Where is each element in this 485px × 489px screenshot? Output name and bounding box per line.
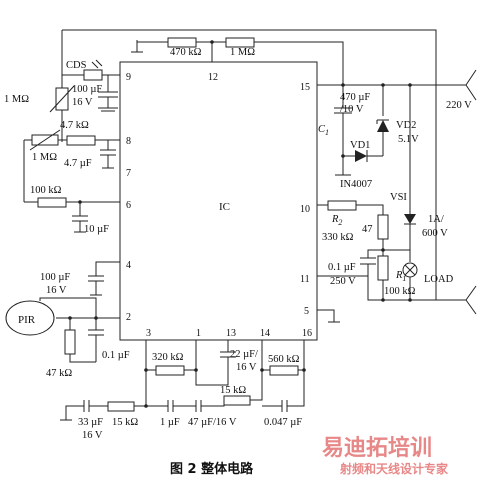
label-1m-top: 1 MΩ xyxy=(230,47,255,58)
label-pot-1m-a: 1 MΩ xyxy=(4,94,29,105)
label-vd1: VD1 xyxy=(350,140,370,151)
watermark-sub: 射频和天线设计专家 xyxy=(339,461,449,476)
label-cap-0u1-b-v: 250 V xyxy=(330,276,356,287)
resistor-r2 xyxy=(327,200,357,211)
label-560k: 560 kΩ xyxy=(268,354,300,365)
pin-5: 5 xyxy=(304,306,309,317)
label-r1-letter: R xyxy=(395,270,403,281)
pin-3: 3 xyxy=(146,328,151,339)
resistor-1m-top xyxy=(225,37,255,48)
label-vd2: VD2 xyxy=(396,120,416,131)
label-cap-0u1-b: 0.1 µF xyxy=(328,262,356,273)
label-cap-100u-b: 100 µF xyxy=(40,272,70,283)
label-100k: 100 kΩ xyxy=(30,185,62,196)
pir-network xyxy=(5,297,120,363)
pin-10: 10 xyxy=(300,204,310,215)
label-cap-4u7: 4.7 µF xyxy=(64,158,92,169)
resistor-15k-a xyxy=(107,401,135,412)
label-r2-value: 330 kΩ xyxy=(322,232,354,243)
resistor-470k xyxy=(167,37,197,48)
resistor-47k xyxy=(64,329,76,355)
label-470k: 470 kΩ xyxy=(170,47,202,58)
pin-6: 6 xyxy=(126,200,131,211)
pin-1: 1 xyxy=(196,328,201,339)
label-cap-047: 0.047 µF xyxy=(264,417,302,428)
pin8-network xyxy=(23,129,120,202)
resistor-47 xyxy=(377,214,389,240)
label-cap-1u: 1 µF xyxy=(160,417,180,428)
label-cds: CDS xyxy=(66,60,87,71)
label-c1-sub: 1 xyxy=(325,128,329,137)
label-vsi: VSI xyxy=(390,192,407,203)
label-pot-1m-b: 1 MΩ xyxy=(32,152,57,163)
label-15k-a: 15 kΩ xyxy=(112,417,138,428)
label-47k: 47 kΩ xyxy=(46,368,72,379)
label-15k-b: 15 kΩ xyxy=(220,385,246,396)
watermark-main: 易迪拓培训 xyxy=(322,435,432,461)
label-load: LOAD xyxy=(424,274,454,285)
resistor-4k7 xyxy=(66,135,96,146)
label-vsi-rating-b: 600 V xyxy=(422,228,448,239)
pin6-network xyxy=(24,197,120,233)
label-vd2-v: 5.1V xyxy=(398,134,419,145)
label-c1-voltage: /10 V xyxy=(340,104,364,115)
resistor-15k-b xyxy=(223,395,251,406)
label-cap-33u: 33 µF xyxy=(78,417,103,428)
label-cap-100u: 100 µF xyxy=(72,84,102,95)
triac-load-network xyxy=(317,85,477,323)
label-cap-33u-v: 16 V xyxy=(82,430,103,441)
label-cap-22u: 22 µF/ xyxy=(230,349,258,360)
pin-12: 12 xyxy=(208,72,218,83)
label-c1: C1 xyxy=(318,124,329,137)
label-cap-100u-b-v: 16 V xyxy=(46,285,67,296)
cds-photoresistor xyxy=(83,69,103,81)
label-4k7: 4.7 kΩ xyxy=(60,120,89,131)
pin-9: 9 xyxy=(126,72,131,83)
resistor-320k xyxy=(155,365,185,376)
ic-label: IC xyxy=(219,201,230,213)
pin-2: 2 xyxy=(126,312,131,323)
bottom-network xyxy=(60,340,306,421)
label-r2-sub: 2 xyxy=(338,218,342,227)
label-320k: 320 kΩ xyxy=(152,352,184,363)
pin-14: 14 xyxy=(260,328,270,339)
resistor-r1 xyxy=(377,255,389,281)
label-c1-value: 470 µF xyxy=(340,92,370,103)
label-cap-100u-v: 16 V xyxy=(72,97,93,108)
label-cap-47u: 47 µF/16 V xyxy=(188,417,237,428)
pin4-network xyxy=(88,261,120,296)
label-r1-value: 100 kΩ xyxy=(384,286,416,297)
label-220v: 220 V xyxy=(446,100,472,111)
label-vd1-part: IN4007 xyxy=(340,179,372,190)
power-supply-network xyxy=(317,69,477,176)
cds-sensor-network xyxy=(49,59,120,142)
label-r2-letter: R xyxy=(331,214,339,225)
label-47: 47 xyxy=(362,224,373,235)
ic-body xyxy=(119,61,318,341)
label-r1-sub: 1 xyxy=(402,274,406,283)
label-cap-22u-v: 16 V xyxy=(236,362,257,373)
pin-11: 11 xyxy=(300,274,310,285)
label-cap-10u: 10 µF xyxy=(84,224,109,235)
label-r2: R2 xyxy=(331,214,342,227)
pin-4: 4 xyxy=(126,260,131,271)
pin-15: 15 xyxy=(300,82,310,93)
label-vsi-rating-a: 1A/ xyxy=(428,214,444,225)
resistor-100k xyxy=(37,197,67,208)
pin-13: 13 xyxy=(226,328,236,339)
pin-16: 16 xyxy=(302,328,312,339)
label-pir: PIR xyxy=(18,314,36,326)
label-r1: R1 xyxy=(395,270,406,283)
pir-sensor xyxy=(5,300,55,336)
figure-caption: 图 2 整体电路 xyxy=(170,461,254,477)
pin-8: 8 xyxy=(126,136,131,147)
pin-7: 7 xyxy=(126,168,131,179)
label-cap-0u1: 0.1 µF xyxy=(102,350,130,361)
label-c1-letter: C xyxy=(318,124,326,135)
resistor-560k xyxy=(269,365,299,376)
